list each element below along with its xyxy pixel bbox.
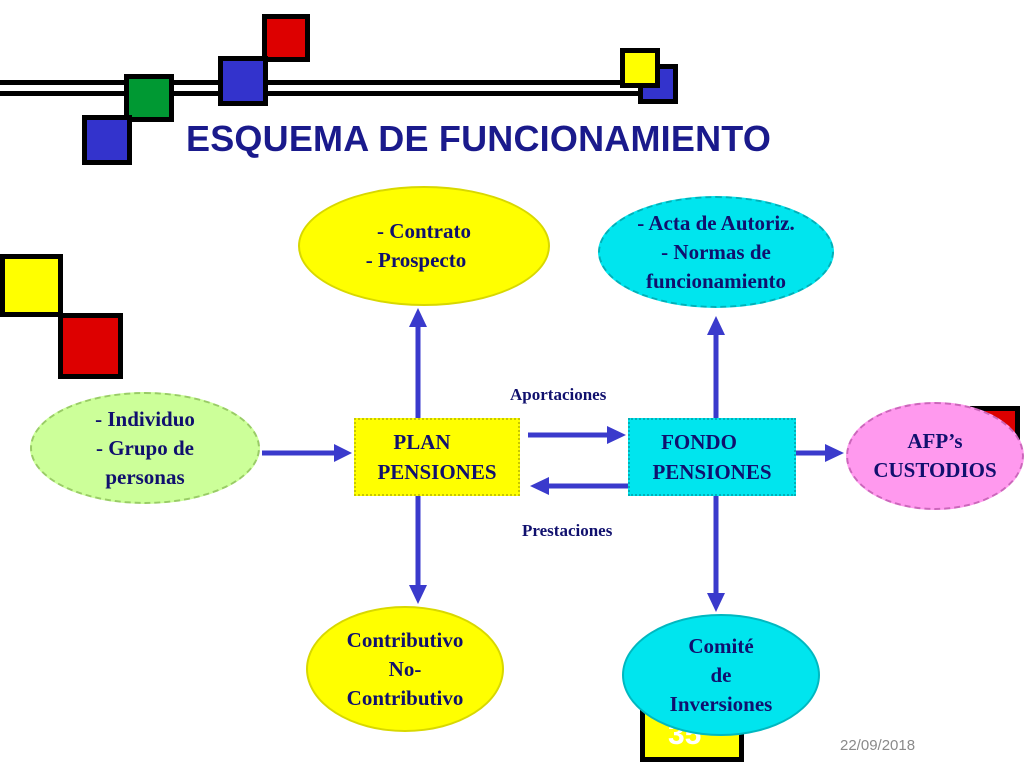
decorative-square-green xyxy=(124,74,174,122)
node-committee-line: Comité xyxy=(688,633,754,658)
arrow-head xyxy=(334,444,352,462)
decorative-square-yellow xyxy=(0,254,63,317)
decorative-square-yellow xyxy=(620,48,660,88)
node-plan-line: PLAN xyxy=(393,430,451,454)
node-regulations: - Acta de Autoriz. - Normas de funcionam… xyxy=(598,196,834,308)
decorative-line xyxy=(0,80,665,85)
node-regulations-line: - Acta de Autoriz. xyxy=(637,210,795,235)
arrow-head xyxy=(707,316,725,335)
node-committee-line: de xyxy=(710,662,732,687)
node-committee: Comité de Inversiones xyxy=(622,614,820,736)
node-entities-line: CUSTODIOS xyxy=(873,458,997,482)
node-fund-line: FONDO xyxy=(661,430,737,454)
node-committee-line: Inversiones xyxy=(669,691,773,716)
slide-date: 22/09/2018 xyxy=(840,737,916,754)
node-plan-line: PENSIONES xyxy=(377,460,497,484)
node-fund: FONDO PENSIONES xyxy=(628,418,796,496)
arrow-head xyxy=(530,477,549,495)
node-plan-types-line: Contributivo xyxy=(346,685,464,710)
node-documents-line: - Contrato xyxy=(377,219,471,243)
node-plan-types: Contributivo No- Contributivo xyxy=(306,606,504,732)
node-participants-line: personas xyxy=(105,464,185,489)
node-participants-line: - Individuo xyxy=(95,406,195,431)
node-plan-types-line: No- xyxy=(388,656,422,681)
node-documents-line: - Prospecto xyxy=(365,248,467,272)
node-documents: - Contrato - Prospecto xyxy=(298,186,550,306)
arrow-head xyxy=(409,308,427,327)
node-fund-line: PENSIONES xyxy=(652,460,772,484)
label-contributions: Aportaciones xyxy=(510,385,607,404)
node-regulations-line: funcionamiento xyxy=(645,268,786,293)
arrow-head xyxy=(607,426,626,444)
decorative-square-blue xyxy=(218,56,268,106)
decorative-square-red xyxy=(262,14,310,62)
node-participants-line: - Grupo de xyxy=(95,435,194,460)
node-entities: AFP’s CUSTODIOS xyxy=(846,402,1024,510)
arrow-head xyxy=(825,444,844,462)
label-benefits: Prestaciones xyxy=(522,521,613,540)
node-plan: PLAN PENSIONES xyxy=(354,418,520,496)
node-participants: - Individuo - Grupo de personas xyxy=(30,392,260,504)
node-entities-line: AFP’s xyxy=(907,429,963,453)
arrow-head xyxy=(409,585,427,604)
arrow-head xyxy=(707,593,725,612)
node-plan-types-line: Contributivo xyxy=(346,627,464,652)
decorative-line xyxy=(0,91,665,96)
page-title: ESQUEMA DE FUNCIONAMIENTO xyxy=(186,118,772,159)
decorative-square-blue xyxy=(82,115,132,165)
decorative-square-red xyxy=(58,313,123,379)
node-regulations-line: - Normas de xyxy=(661,239,771,264)
